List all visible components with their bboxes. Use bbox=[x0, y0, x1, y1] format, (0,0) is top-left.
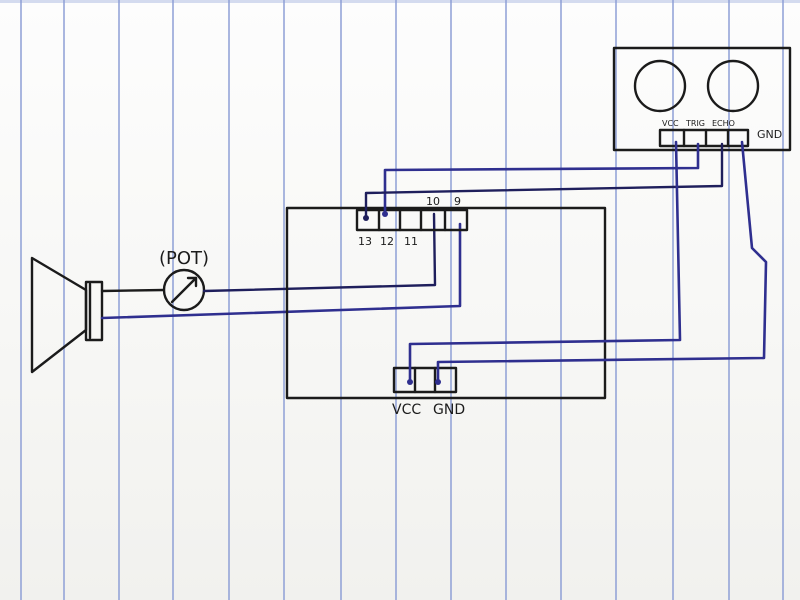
ruled-line bbox=[340, 0, 342, 600]
wire-speaker-to-pot bbox=[100, 288, 166, 293]
pin-13-label: 13 bbox=[358, 235, 372, 248]
sensor-trig-label: TRIG bbox=[685, 119, 705, 128]
pin-9-label: 9 bbox=[454, 195, 461, 208]
pot-label: (POT) bbox=[159, 248, 209, 269]
speaker-icon bbox=[30, 256, 104, 374]
ruled-line bbox=[395, 0, 397, 600]
bottom-pin-header bbox=[392, 366, 458, 394]
ruled-line bbox=[615, 0, 617, 600]
ultrasonic-sensor bbox=[612, 46, 792, 152]
wire-sensor-gnd-to-board-gnd bbox=[436, 140, 768, 384]
wire-pot-to-pin-10 bbox=[202, 212, 437, 293]
ruled-line bbox=[450, 0, 452, 600]
board-gnd-contact bbox=[435, 379, 441, 385]
wire-echo-to-pin-13 bbox=[364, 142, 724, 220]
ruled-line bbox=[228, 0, 230, 600]
page-top-edge bbox=[0, 0, 800, 3]
arduino-board bbox=[285, 206, 607, 400]
ruled-line bbox=[728, 0, 730, 600]
sensor-echo-label: ECHO bbox=[712, 119, 735, 128]
ruled-line bbox=[672, 0, 674, 600]
wire-speaker-to-pin-9 bbox=[100, 222, 462, 320]
pin-11-label: 11 bbox=[404, 235, 418, 248]
board-vcc-contact bbox=[407, 379, 413, 385]
sensor-vcc-label: VCC bbox=[662, 119, 679, 128]
sensor-gnd-label: GND bbox=[757, 128, 782, 141]
ruled-line bbox=[560, 0, 562, 600]
pin-10-label: 10 bbox=[426, 195, 440, 208]
ruled-line bbox=[782, 0, 784, 600]
pin-12-label: 12 bbox=[380, 235, 394, 248]
ruled-line bbox=[118, 0, 120, 600]
top-pin-header bbox=[355, 208, 469, 232]
ruled-line bbox=[505, 0, 507, 600]
potentiometer-icon bbox=[162, 268, 206, 312]
pin-12-contact bbox=[382, 211, 388, 217]
ruled-line bbox=[283, 0, 285, 600]
wire-sensor-vcc-to-board-vcc bbox=[408, 140, 682, 384]
ruled-line bbox=[20, 0, 22, 600]
pin-13-contact bbox=[363, 215, 369, 221]
ruled-line bbox=[63, 0, 65, 600]
board-gnd-label: GND bbox=[433, 402, 465, 418]
board-vcc-label: VCC bbox=[392, 402, 421, 418]
